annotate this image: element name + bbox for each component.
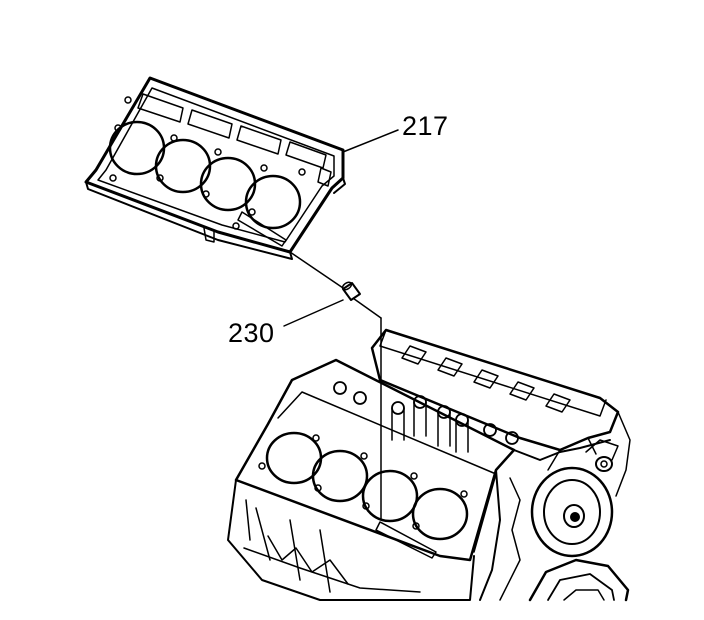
- alignment-line: [349, 295, 382, 319]
- leader-line-230: [283, 299, 344, 327]
- alignment-line: [289, 251, 347, 291]
- callout-label-230: 230: [228, 318, 275, 348]
- head-gasket: [84, 76, 346, 260]
- leader-line-217: [342, 129, 399, 153]
- engine-block: [227, 328, 631, 602]
- dowel-pin: [341, 281, 361, 301]
- callout-label-217: 217: [402, 111, 449, 141]
